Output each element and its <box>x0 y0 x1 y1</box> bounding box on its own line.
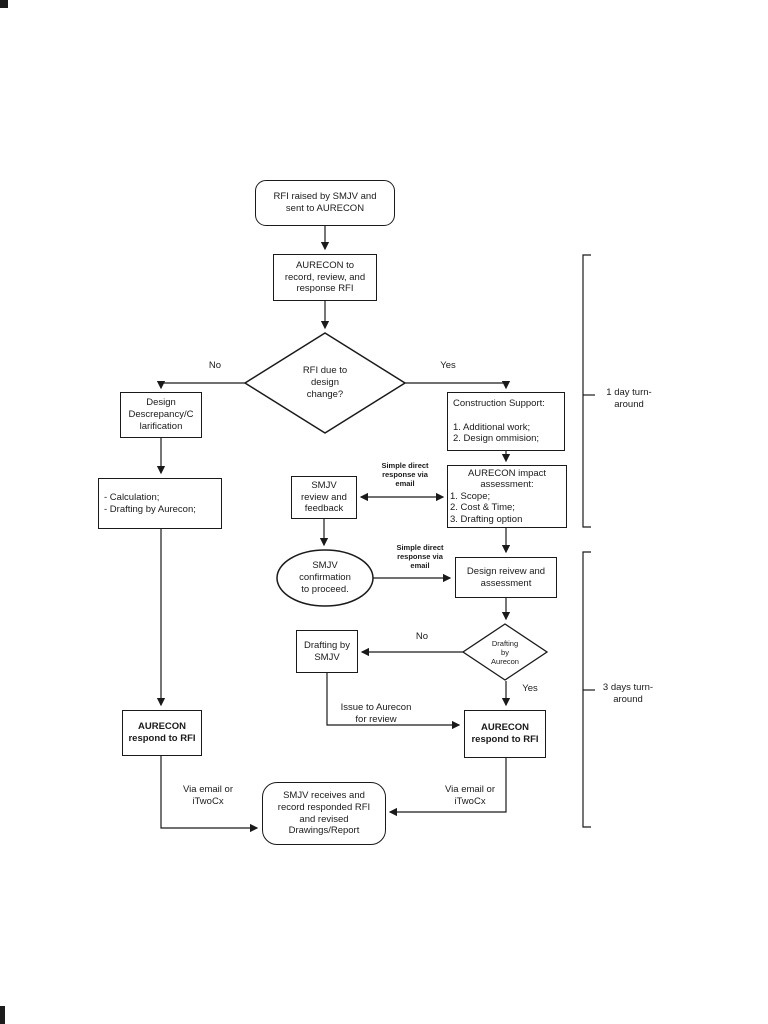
decision-drafting-by-label: Drafting by Aurecon <box>491 638 519 666</box>
node-final-receive: SMJV receives and record responded RFI a… <box>262 782 386 845</box>
node-design-review-label: Design reivew and assessment <box>466 565 546 589</box>
node-design-review: Design reivew and assessment <box>455 557 557 598</box>
label-simple-direct-email-2: Simple direct response via email <box>396 543 444 570</box>
node-record: AURECON to record, review, and response … <box>273 254 377 301</box>
bracket-1day <box>582 254 591 528</box>
node-design-discrepancy: Design Descrepancy/C larification <box>120 392 202 438</box>
label-yes-2: Yes <box>522 683 538 694</box>
connector-drafting-smjv-to-respond-right <box>326 673 461 730</box>
node-calculation-drafting-label: - Calculation; - Drafting by Aurecon; <box>104 491 196 515</box>
decision-design-change-label: RFI due to design change? <box>302 365 348 400</box>
connector-respond-right-to-final <box>388 758 507 817</box>
decision-drafting-by-diamond <box>461 623 549 681</box>
connector-decision-yes <box>405 380 511 390</box>
page-corner-mark-top <box>0 0 8 8</box>
node-smjv-review: SMJV review and feedback <box>291 476 357 519</box>
node-impact-assessment: AURECON impact assessment: 1. Scope; 2. … <box>447 465 567 528</box>
node-start-label: RFI raised by SMJV and sent to AURECON <box>273 191 377 214</box>
label-via-email-left: Via email or iTwoCx <box>183 784 233 807</box>
smjv-confirmation-label: SMJV confirmation to proceed. <box>299 560 351 595</box>
node-drafting-by-smjv: Drafting by SMJV <box>296 630 358 673</box>
node-aurecon-respond-right-label: AURECON respond to RFI <box>471 722 539 745</box>
connector-decision-no <box>156 380 245 390</box>
label-turnaround-3days: 3 days turn- around <box>602 682 654 705</box>
label-no-2: No <box>415 631 429 642</box>
label-no-1: No <box>208 360 222 371</box>
node-construction-support: Construction Support: 1. Additional work… <box>447 392 565 451</box>
node-drafting-by-smjv-label: Drafting by SMJV <box>304 639 350 663</box>
node-start: RFI raised by SMJV and sent to AURECON <box>255 180 395 226</box>
node-construction-support-label: Construction Support: 1. Additional work… <box>453 397 545 445</box>
page-corner-mark-bottom <box>0 1006 5 1024</box>
node-record-label: AURECON to record, review, and response … <box>284 259 366 295</box>
label-yes-1: Yes <box>440 360 456 371</box>
node-aurecon-respond-left-label: AURECON respond to RFI <box>128 721 196 744</box>
connector-respond-left-to-final <box>160 756 259 833</box>
label-simple-direct-email-1: Simple direct response via email <box>381 461 429 488</box>
label-turnaround-1day: 1 day turn- around <box>606 387 652 410</box>
node-smjv-review-label: SMJV review and feedback <box>301 479 347 515</box>
node-final-receive-label: SMJV receives and record responded RFI a… <box>277 789 371 837</box>
node-aurecon-respond-right: AURECON respond to RFI <box>464 710 546 758</box>
node-design-discrepancy-label: Design Descrepancy/C larification <box>128 397 194 432</box>
decision-design-change-diamond <box>243 332 407 434</box>
label-via-email-right: Via email or iTwoCx <box>445 784 495 807</box>
node-calculation-drafting: - Calculation; - Drafting by Aurecon; <box>98 478 222 529</box>
node-impact-assessment-items: 1. Scope; 2. Cost & Time; 3. Drafting op… <box>450 490 523 525</box>
node-aurecon-respond-left: AURECON respond to RFI <box>122 710 202 756</box>
label-issue-to-aurecon: Issue to Aurecon for review <box>340 702 412 725</box>
node-impact-assessment-title: AURECON impact assessment: <box>467 468 547 491</box>
smjv-confirmation-ellipse <box>276 549 374 607</box>
